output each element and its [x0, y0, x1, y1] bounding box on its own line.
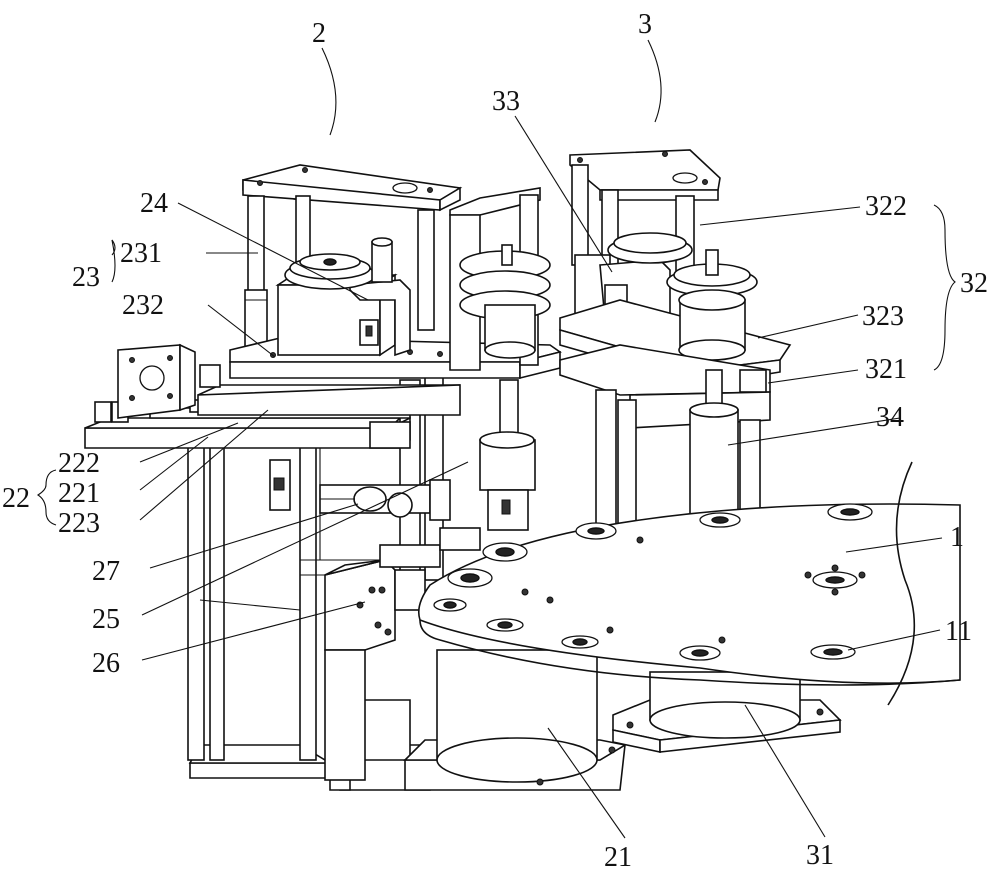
label-231: 231 [120, 238, 162, 269]
break-line [887, 461, 916, 706]
label-232: 232 [122, 290, 164, 321]
label-221: 221 [58, 478, 100, 509]
turntable-1 [417, 503, 961, 686]
tension-wheel-column [449, 187, 551, 531]
label-323: 323 [862, 301, 904, 332]
label-31: 31 [806, 840, 834, 871]
label-222: 222 [58, 448, 100, 479]
label-22: 22 [2, 483, 30, 514]
label-33: 33 [492, 86, 520, 117]
label-322: 322 [865, 191, 907, 222]
unit-2-upper-frame [229, 164, 562, 380]
reference-numerals: 2 3 33 24 231 23 232 322 32 323 321 34 1… [2, 9, 988, 873]
unit-3-frame [559, 149, 792, 571]
label-34: 34 [876, 402, 904, 433]
label-2: 2 [312, 18, 326, 49]
label-32: 32 [960, 268, 988, 299]
label-25: 25 [92, 604, 120, 635]
leader-lines [36, 39, 956, 839]
label-11: 11 [945, 616, 972, 647]
label-27: 27 [92, 556, 120, 587]
label-23: 23 [72, 262, 100, 293]
clamp-26 [324, 527, 481, 781]
label-24: 24 [140, 188, 168, 219]
label-223: 223 [58, 508, 100, 539]
label-321: 321 [865, 354, 907, 385]
cylinder-27 [319, 479, 451, 521]
label-21: 21 [604, 842, 632, 873]
label-26: 26 [92, 648, 120, 679]
left-slide-assembly [84, 343, 461, 511]
label-3: 3 [638, 9, 652, 40]
motor-21 [403, 649, 628, 791]
label-1: 1 [950, 522, 964, 553]
motor-31 [612, 671, 842, 753]
